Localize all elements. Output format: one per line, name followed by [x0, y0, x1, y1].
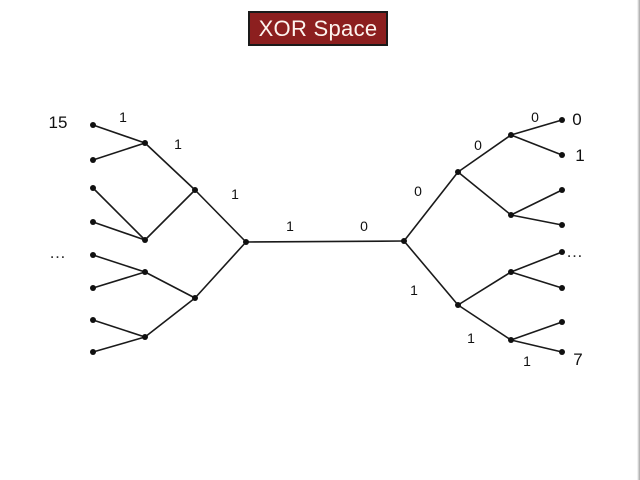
tree-node-left-leaf — [90, 349, 96, 355]
tree-node-left-internal — [192, 295, 198, 301]
leaf-label-right: 0 — [572, 110, 581, 129]
tree-edge-left-leaf — [92, 221, 146, 241]
tree-edge-right — [457, 134, 512, 173]
tree-node-right-internal — [455, 169, 461, 175]
tree-edge-left-leaf — [92, 319, 146, 338]
tree-node-left-internal — [142, 334, 148, 340]
center-edge-label-left: 1 — [286, 218, 294, 234]
tree-node-left-leaf — [90, 252, 96, 258]
edge-label-right: 1 — [523, 353, 531, 369]
tree-edge-left — [144, 189, 196, 241]
tree-edge-left-leaf — [92, 254, 146, 273]
tree-node-right-leaf — [559, 152, 565, 158]
tree-edge-left — [194, 189, 247, 243]
page-title: XOR Space — [258, 15, 378, 41]
tree-node-left-internal — [142, 140, 148, 146]
edge-label-right: 1 — [410, 282, 418, 298]
tree-nodes — [90, 117, 565, 355]
tree-node-left-internal — [142, 269, 148, 275]
tree-edge-right-leaf — [510, 134, 563, 156]
tree-edge-right-leaf — [510, 271, 563, 289]
tree-node-left-root — [243, 239, 249, 245]
tree-edge-right — [457, 304, 512, 341]
tree-node-right-leaf — [559, 249, 565, 255]
tree-edge-left — [144, 297, 196, 338]
tree-node-right-internal — [508, 132, 514, 138]
tree-edge-left-leaf — [92, 271, 146, 289]
tree-edge-right-leaf — [510, 339, 563, 353]
tree-edge-right-leaf — [510, 321, 563, 341]
tree-edge-left — [144, 271, 196, 299]
tree-edge-right-leaf — [510, 189, 563, 216]
tree-edge-right-leaf — [510, 214, 563, 226]
tree-node-left-leaf — [90, 317, 96, 323]
edge-label-left: 1 — [119, 109, 127, 125]
leaf-label-right: 7 — [573, 350, 582, 369]
tree-node-right-leaf — [559, 349, 565, 355]
tree-edge-right — [457, 271, 512, 306]
tree-node-left-leaf — [90, 219, 96, 225]
tree-edges — [92, 119, 563, 353]
edge-label-right: 0 — [531, 109, 539, 125]
tree-node-right-root — [401, 238, 407, 244]
tree-edge-right-leaf — [510, 119, 563, 136]
tree-edge-right — [457, 171, 512, 216]
tree-edge-right — [403, 240, 459, 306]
tree-edge-left-leaf — [92, 187, 146, 241]
tree-edge-left-leaf — [92, 336, 146, 353]
tree-node-left-leaf — [90, 185, 96, 191]
leaf-label-right: 1 — [575, 146, 584, 165]
edge-label-right: 0 — [474, 137, 482, 153]
edge-label-left: 1 — [231, 186, 239, 202]
tree-edge-left-leaf — [92, 124, 146, 144]
tree-edge-left — [144, 142, 196, 191]
leaf-ellipsis-left: … — [49, 243, 67, 262]
center-edge — [245, 240, 405, 243]
title-banner: XOR Space — [248, 11, 388, 46]
tree-node-left-internal — [142, 237, 148, 243]
tree-edge-right — [403, 171, 459, 242]
frame-right-edge — [637, 0, 640, 480]
tree-edge-left — [194, 241, 247, 299]
edge-label-left: 1 — [174, 136, 182, 152]
edge-label-right: 1 — [467, 330, 475, 346]
leaf-label-left: 15 — [49, 113, 68, 132]
center-edge-label-right: 0 — [360, 218, 368, 234]
tree-edge-right-leaf — [510, 251, 563, 273]
tree-node-right-internal — [455, 302, 461, 308]
tree-edge-left-leaf — [92, 142, 146, 161]
tree-node-right-leaf — [559, 285, 565, 291]
edge-label-right: 0 — [414, 183, 422, 199]
tree-node-right-leaf — [559, 117, 565, 123]
tree-node-left-leaf — [90, 157, 96, 163]
tree-node-right-internal — [508, 269, 514, 275]
tree-node-left-leaf — [90, 285, 96, 291]
tree-labels: 1 0 1 1 1 0 0 0 1 1 1 15 … 0 1 … 7 — [49, 109, 585, 369]
tree-node-left-internal — [192, 187, 198, 193]
tree-node-right-internal — [508, 337, 514, 343]
tree-node-right-internal — [508, 212, 514, 218]
tree-node-right-leaf — [559, 187, 565, 193]
tree-node-right-leaf — [559, 319, 565, 325]
leaf-ellipsis-right: … — [566, 242, 584, 261]
tree-node-right-leaf — [559, 222, 565, 228]
tree-node-left-leaf — [90, 122, 96, 128]
